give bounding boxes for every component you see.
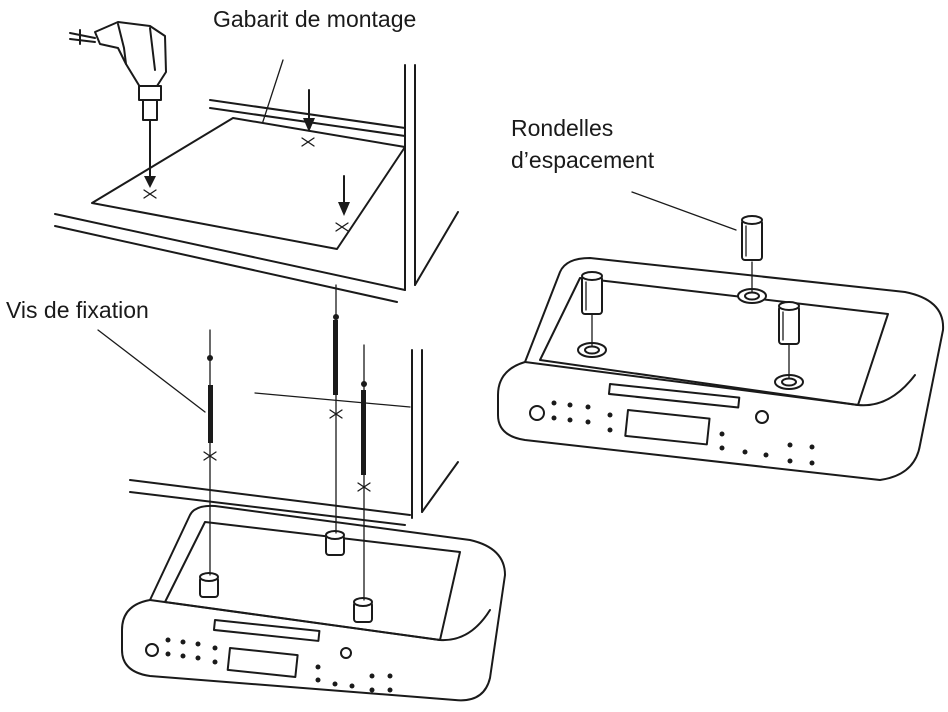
cabinet-with-template	[54, 21, 459, 303]
cd-slot	[607, 383, 741, 409]
power-drill-icon	[69, 21, 167, 137]
spacer-on-radio-3	[353, 597, 373, 623]
label-spacers-line1: Rondelles	[511, 115, 613, 141]
display-window	[226, 647, 299, 678]
cd-slot	[212, 619, 321, 642]
marker-arrow-1	[303, 89, 315, 132]
radio-right	[497, 215, 945, 481]
headphone-jack	[755, 410, 769, 424]
spacer-washer-2	[741, 215, 763, 293]
label-mounting-template: Gabarit de montage	[213, 6, 416, 32]
screw-2	[333, 284, 339, 534]
leader-spacers	[631, 191, 737, 231]
leader-screws	[97, 329, 206, 413]
screw-1	[207, 329, 213, 576]
spacer-washer-1	[581, 271, 603, 347]
marker-arrow-2	[338, 175, 350, 216]
screw-3	[361, 344, 367, 601]
fixing-screws	[203, 284, 371, 601]
spacer-on-radio-2	[325, 530, 345, 556]
label-fixing-screws: Vis de fixation	[6, 297, 149, 323]
display-window	[624, 408, 711, 446]
mounting-template-sheet	[91, 117, 406, 250]
label-spacers-line2: d’espacement	[511, 147, 655, 173]
cabinet-lower	[129, 349, 459, 526]
radio-bottom	[121, 504, 506, 702]
spacer-on-radio-1	[199, 572, 219, 598]
headphone-jack	[340, 647, 352, 659]
power-knob	[529, 405, 545, 421]
spacer-washer-3	[778, 301, 800, 379]
drill-arrow	[144, 135, 156, 188]
power-knob	[145, 643, 159, 657]
